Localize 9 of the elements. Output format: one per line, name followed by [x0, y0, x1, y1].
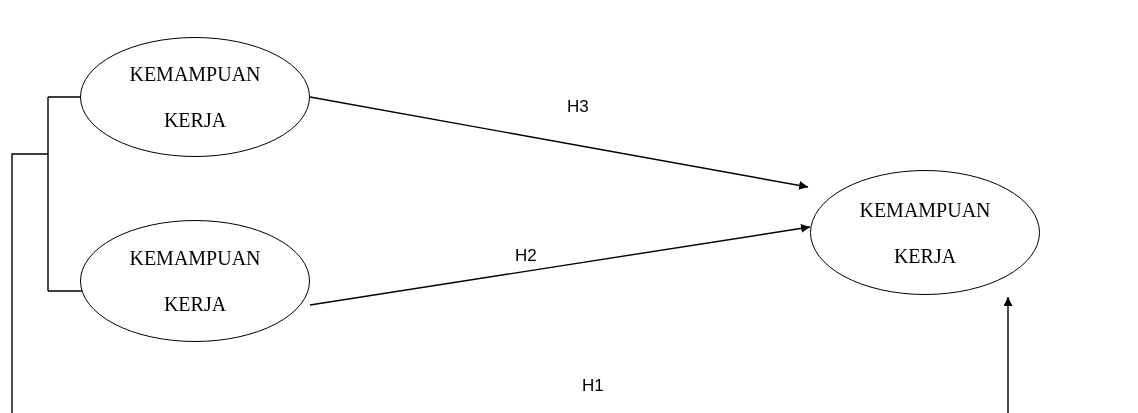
arrow	[11, 96, 1013, 413]
ellipse-node	[80, 220, 310, 342]
node-label: KEMAMPUAN KERJA	[128, 62, 262, 133]
node-label: KEMAMPUAN KERJA	[858, 197, 992, 269]
node-label: KEMAMPUAN KERJA	[128, 246, 262, 317]
ellipse-node	[810, 170, 1040, 295]
ellipse-node	[80, 37, 310, 157]
arrow	[309, 223, 811, 306]
arrow	[309, 96, 809, 190]
